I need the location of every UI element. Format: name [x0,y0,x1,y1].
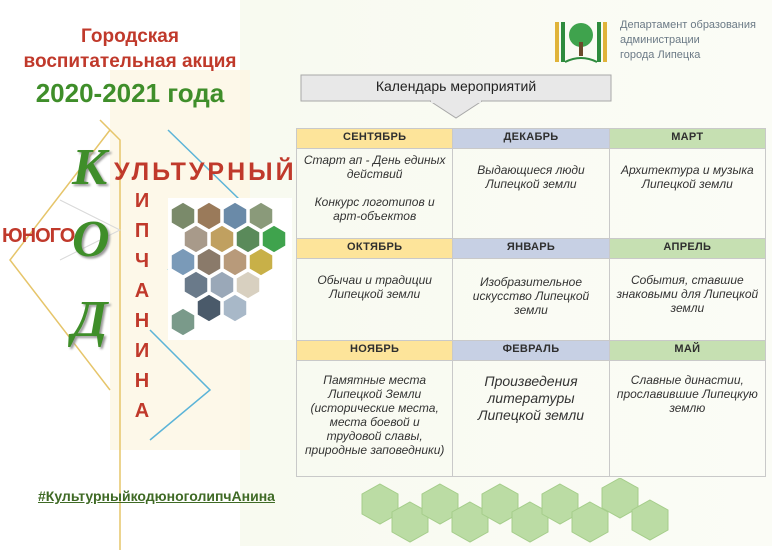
vertical-letter: н [134,310,150,332]
word-lipchanina-vertical: и п ч а н и н а [132,190,152,430]
events-calendar: СЕНТЯБРЬ ДЕКАБРЬ МАРТ Старт ап - День ед… [295,128,767,477]
vertical-letter: а [134,400,150,422]
years-label: 2020-2021 года [35,78,225,108]
month-event: События, ставшие знаковыми для Липецкой … [608,258,767,341]
decorative-hexagons [361,478,669,543]
month-header: МАЙ [608,340,767,361]
month-event: Обычаи и традиции Липецкой земли [295,258,454,341]
event-text: События, ставшие знаковыми для Липецкой … [616,273,759,315]
word-kulturny: ультурный [114,158,297,186]
letter-o: О [72,211,110,268]
month-header: МАРТ [608,128,767,149]
event-text: Выдающиеся люди Липецкой земли [477,163,585,191]
month-event: Выдающиеся люди Липецкой земли [452,148,610,239]
month-header: АПРЕЛЬ [608,238,767,259]
month-event: Архитектура и музыка Липецкой земли [608,148,767,239]
event-text: Старт ап - День единых действий Конкурс … [303,153,446,223]
letter-k: К [72,139,108,196]
month-header: ОКТЯБРЬ [295,238,454,259]
event-text: Обычаи и традиции Липецкой земли [317,273,432,301]
vertical-letter: н [134,370,150,392]
event-text: Памятные места Липецкой Земли (историчес… [304,373,445,457]
action-title: Городская воспитательная акция [10,24,250,74]
event-text: Архитектура и музыка Липецкой земли [620,163,754,191]
department-logo-icon [555,22,607,63]
month-header: НОЯБРЬ [295,340,454,361]
department-name: Департамент образования администрации го… [620,18,770,63]
vertical-letter: и [134,190,150,212]
decorative-lines [9,119,242,550]
month-event: Славные династии, прославившие Липецкую … [608,360,767,477]
month-header: СЕНТЯБРЬ [295,128,454,149]
vertical-letter: и [134,340,150,362]
department-line-2: администрации [620,34,700,46]
department-line-1: Департамент образования [620,19,756,31]
vertical-letter: а [134,280,150,302]
month-event: Памятные места Липецкой Земли (историчес… [295,360,454,477]
title-line-2: воспитательная акция [23,51,237,72]
hashtag[interactable]: #КультурныйкодюноголипчАнина [38,488,275,504]
calendar-title: Календарь мероприятий [375,78,537,94]
vertical-letter: ч [134,250,150,272]
photo-collage [168,198,292,340]
title-line-1: Городская [81,26,179,47]
event-text: Произведения литературы Липецкой земли [477,373,585,423]
month-header: ЯНВАРЬ [452,238,610,259]
word-yunog: юного [2,225,75,247]
month-event: Изобразительное искусство Липецкой земли [452,258,610,341]
vertical-letter: п [134,220,150,242]
month-header: ДЕКАБРЬ [452,128,610,149]
month-event: Старт ап - День единых действий Конкурс … [295,148,454,239]
event-text: Изобразительное искусство Липецкой земли [472,275,590,317]
month-event: Произведения литературы Липецкой земли [452,360,610,477]
department-line-3: города Липецка [620,49,701,61]
letter-d: Д [72,291,108,348]
calendar-banner [300,74,612,119]
event-text: Славные династии, прославившие Липецкую … [616,373,758,415]
month-header: ФЕВРАЛЬ [452,340,610,361]
